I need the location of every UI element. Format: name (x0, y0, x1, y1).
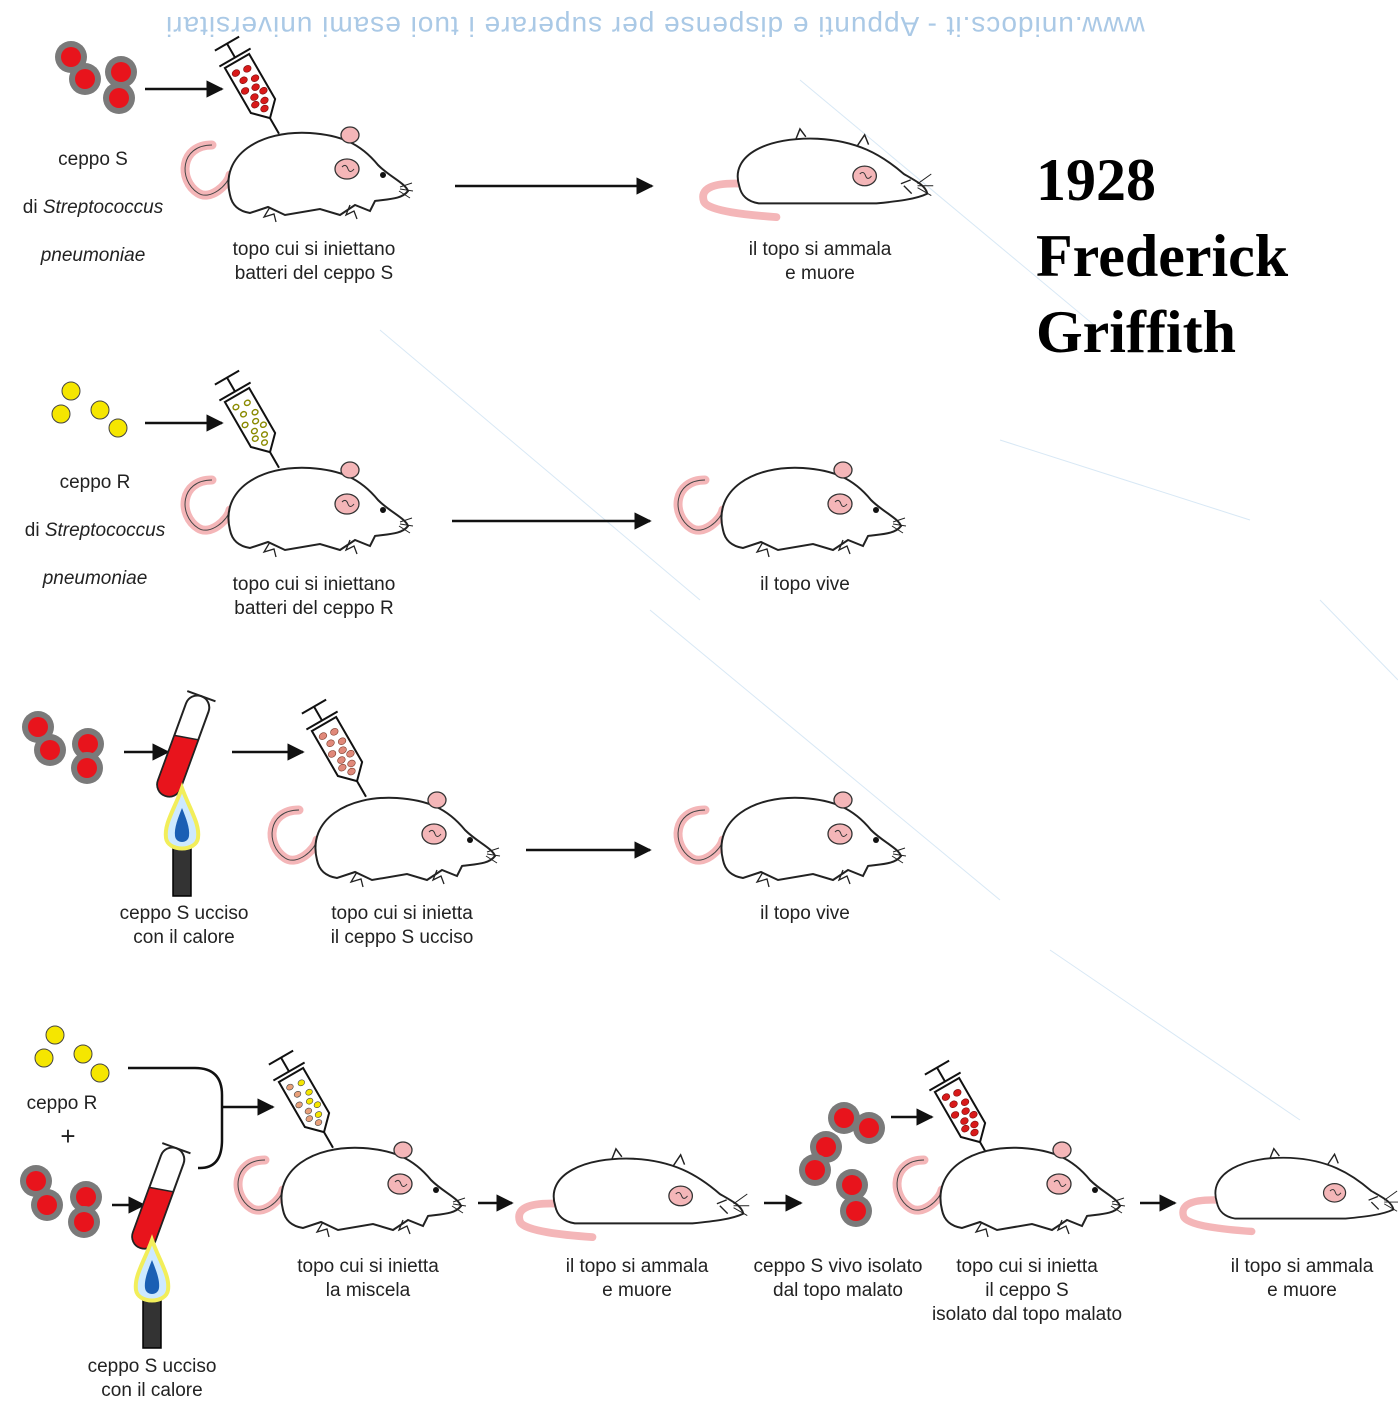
row3-s-bacteria-icon (22, 711, 104, 784)
test-tube-icon (131, 1142, 191, 1250)
mouse-icon (233, 1141, 467, 1238)
syringe-icon (924, 1059, 990, 1159)
title-year: 1928 (1036, 147, 1156, 213)
row4-isolate-label: ceppo S vivo isolato dal topo malato (753, 1256, 923, 1301)
burner-flame-icon (133, 1234, 171, 1349)
dead-mouse-icon (1179, 1147, 1398, 1236)
row1-s-bacteria-icon (55, 41, 137, 114)
species-name: pneumoniae (40, 245, 146, 266)
row4-heat-label: ceppo S ucciso con il calore (87, 1356, 217, 1401)
row2-mouse-label: topo cui si iniettano batteri del ceppo … (232, 574, 396, 619)
syringe-icon (301, 698, 367, 798)
strain-prefix: di (24, 520, 45, 541)
mouse-icon (180, 126, 414, 223)
row3-heat-label: ceppo S ucciso con il calore (119, 903, 249, 948)
row1-mouse-label: topo cui si iniettano batteri del ceppo … (232, 239, 396, 284)
row4-mouse2-label: topo cui si inietta il ceppo S isolato d… (931, 1256, 1123, 1325)
row4-s-bacteria-icon (20, 1165, 102, 1238)
strain-name: ceppo S (58, 149, 128, 170)
genus-name: Streptococcus (42, 197, 164, 218)
row2-r-bacteria-icon (51, 381, 128, 438)
genus-name: Streptococcus (44, 520, 166, 541)
mouse-icon (673, 461, 907, 558)
row4-result2-label: il topo si ammala e muore (1230, 1256, 1374, 1301)
species-name: pneumoniae (42, 568, 148, 589)
syringe-icon (268, 1049, 334, 1149)
row4-r-bacteria-icon (34, 1025, 110, 1083)
strain-name: ceppo R (59, 472, 131, 493)
title-name-first: Frederick (1036, 223, 1289, 289)
dead-mouse-icon (515, 1147, 750, 1242)
mouse-icon (267, 791, 501, 888)
row3-result-label: il topo vive (760, 903, 850, 924)
row4-plus-sign: + (60, 1121, 76, 1151)
mouse-icon (892, 1141, 1126, 1238)
burner-flame-icon (163, 782, 201, 897)
mouse-icon (180, 461, 414, 558)
dead-mouse-icon (699, 127, 934, 222)
row1-result-label: il topo si ammala e muore (748, 239, 892, 284)
syringe-icon (214, 369, 280, 469)
row4-result-label: il topo si ammala e muore (565, 1256, 709, 1301)
merge-bracket-arrow-icon (128, 1066, 275, 1170)
row4-mouse-label: topo cui si inietta la miscela (297, 1256, 439, 1301)
watermark-lines (379, 79, 1398, 1121)
row1-strain-label: ceppo S di Streptococcus pneumoniae (8, 124, 178, 268)
title-name-last: Griffith (1036, 299, 1236, 365)
row2-strain-label: ceppo R di Streptococcus pneumoniae (10, 447, 180, 591)
strain-prefix: di (22, 197, 43, 218)
syringe-icon (214, 35, 280, 135)
test-tube-icon (156, 690, 216, 798)
mouse-icon (673, 791, 907, 888)
row2-result-label: il topo vive (760, 574, 850, 595)
isolated-s-bacteria-icon (799, 1102, 885, 1227)
row4-r-label: ceppo R (26, 1093, 98, 1114)
row3-mouse-label: topo cui si inietta il ceppo S ucciso (330, 903, 474, 948)
